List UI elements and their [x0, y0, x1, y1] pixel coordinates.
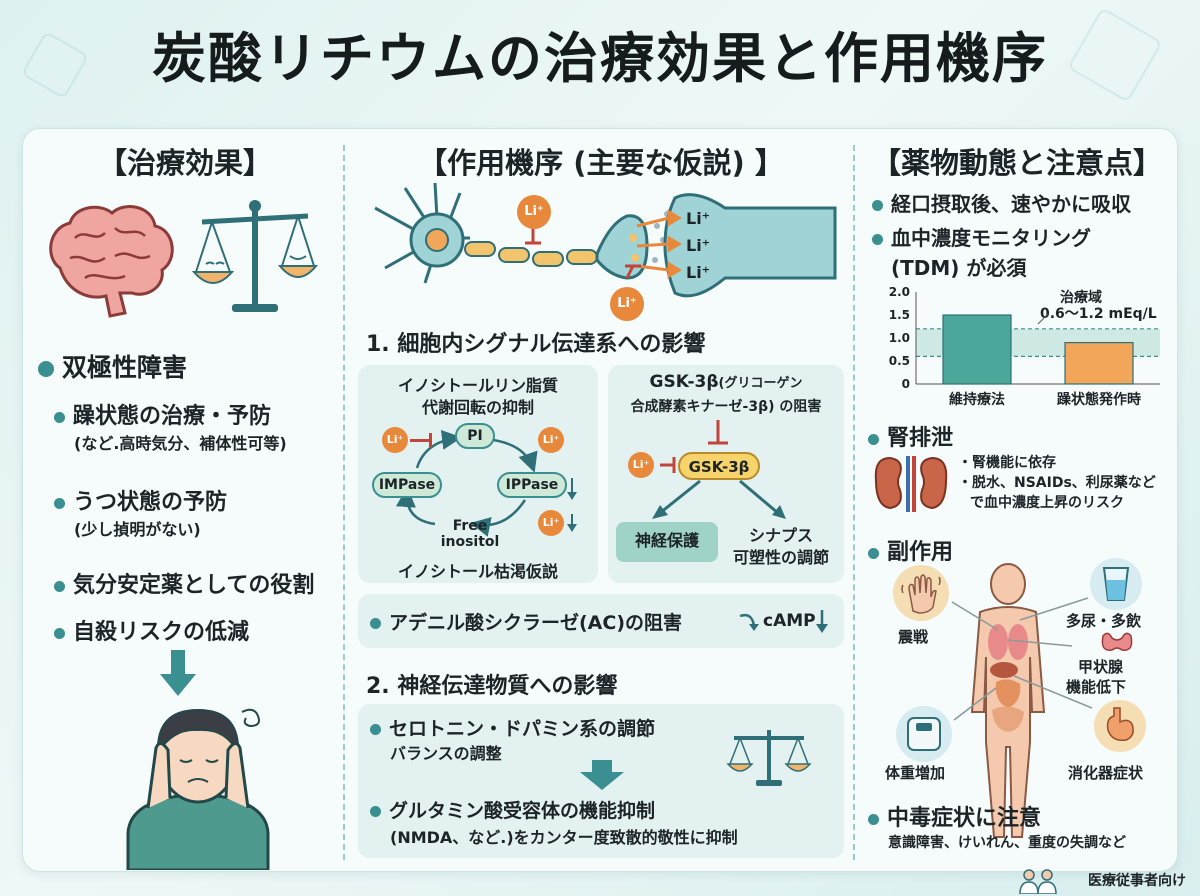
renal-item: ・腎機能に依存 [958, 455, 1056, 471]
free-inositol-label: inositol [440, 534, 500, 550]
side-effect-label: 機能低下 [1066, 678, 1127, 696]
effect-item: うつ状態の予防 [54, 484, 227, 516]
inositol-title: イノシトールリン脂質 [397, 376, 558, 395]
camp-label: cAMP [763, 611, 816, 631]
down-arrow-icon [580, 760, 624, 790]
y-tick-label: 0 [902, 377, 910, 391]
balance-scale-icon [191, 200, 319, 312]
inositol-subtitle: 代謝回転の抑制 [421, 398, 534, 417]
inositol-caption: イノシトール枯渇仮説 [397, 562, 558, 581]
stomach-icon [1106, 707, 1134, 742]
gsk3b-node: GSK-3β [678, 452, 760, 480]
effect-item: 気分安定薬としての役割 [54, 567, 314, 599]
balance-scale-icon [726, 730, 812, 786]
y-tick-label: 1.5 [889, 308, 910, 322]
section1-title: 1. 細胞内シグナル伝達系への影響 [366, 332, 706, 357]
lithium-label: Li⁺ [686, 209, 711, 228]
nt-item: セロトニン・ドパミン系の調節 [370, 714, 655, 741]
thyroid-icon [1101, 632, 1133, 651]
x-tick-label: 躁状態発作時 [1057, 391, 1141, 408]
free-inositol-label: Free [452, 518, 488, 534]
tdm-chart: 2.0 1.5 1.0 0.5 0 維持療法 躁状態発作時 [889, 285, 1160, 408]
y-tick-label: 2.0 [889, 285, 910, 299]
bar [942, 314, 1012, 385]
lithium-ion-badge: Li⁺ [517, 195, 551, 229]
effect-item: 自殺リスクの低減 [54, 614, 249, 646]
lithium-label: Li⁺ [686, 236, 711, 255]
gsk-pathway-arrows [652, 420, 786, 519]
lithium-ion-badge: Li⁺ [610, 287, 644, 321]
chart-band-label: 治療域 [1060, 290, 1102, 306]
pi-node: PI [455, 423, 495, 449]
water-glass-icon [1102, 567, 1130, 601]
left-heading: 【治療効果】 [97, 146, 272, 180]
effect-item: 躁状態の治療・予防 [54, 398, 271, 430]
x-tick-label: 維持療法 [949, 391, 1005, 408]
bipolar-heading: 双極性障害 [38, 348, 187, 384]
curved-arrow-icon [739, 613, 759, 631]
effect-note: (少し揁明がない) [74, 520, 201, 539]
brain-icon [49, 205, 174, 318]
bar [1064, 341, 1134, 385]
ippase-node: IPPase [497, 472, 567, 498]
band-label-leader [1037, 313, 1049, 325]
right-heading: 【薬物動態と注意点】 [871, 146, 1162, 180]
renal-item: ・脱水、NSAIDs、利尿薬など [958, 475, 1156, 491]
nt-item: グルタミン酸受容体の機能抑制 [370, 796, 655, 823]
gsk-title: GSK-3β(グリコーゲン [649, 372, 803, 392]
y-tick-label: 0.5 [889, 354, 910, 368]
pk-item: 経口摂取後、速やかに吸収 [872, 188, 1131, 217]
inhibition-marker [410, 433, 432, 448]
pk-item-sub: (TDM) が必須 [891, 256, 1027, 280]
renal-title: 腎排泄 [868, 420, 953, 452]
ac-box [358, 594, 844, 648]
neuron-synapse-illustration [374, 182, 837, 298]
side-effect-label: 震戦 [898, 628, 929, 646]
toxicity-title: 中毒症状に注意 [868, 800, 1041, 832]
synaptic-plasticity-label: シナプス [748, 526, 813, 545]
column-divider [343, 145, 345, 860]
lithium-ion-badge: Li⁺ [628, 452, 654, 478]
audience-label: 医療従事者向け [1088, 873, 1186, 889]
middle-heading: 【作用機序 (主要な仮説) 】 [418, 146, 784, 180]
side-effect-label: 多尿・多飲 [1066, 612, 1142, 630]
y-tick-label: 1.0 [889, 331, 910, 345]
gsk-subtitle: 合成酵素キナーゼ-3β) の阻害 [630, 399, 822, 415]
nt-item-sub: バランスの調整 [390, 744, 502, 763]
hand-icon [901, 574, 941, 614]
down-arrow-icon [816, 610, 828, 633]
neuroprotection-box: 神経保護 [616, 522, 718, 562]
side-effect-label: 甲状腺 [1078, 658, 1124, 676]
side-effect-label: 体重増加 [885, 764, 946, 782]
ac-inhibition: アデニル酸シクラーゼ(AC)の阻害 [370, 608, 682, 635]
pk-item: 血中濃度モニタリング [872, 222, 1091, 251]
side-effect-connectors [951, 597, 1093, 721]
impase-node: IMPase [372, 472, 442, 498]
lithium-ion-badge: Li⁺ [538, 510, 564, 536]
medical-staff-icon [1019, 869, 1057, 894]
section2-title: 2. 神経伝達物質への影響 [366, 674, 618, 699]
renal-item: で血中濃度上昇のリスク [970, 495, 1124, 511]
side-effects-title: 副作用 [868, 534, 953, 566]
down-arrow-icon [160, 650, 196, 696]
nt-item-sub: (NMDA、など.)をカンター度致散的敬性に抑制 [390, 828, 738, 847]
column-divider [853, 145, 855, 860]
scale-icon [907, 717, 941, 751]
toxicity-subtitle: 意識障害、けいれん、重度の失調など [888, 835, 1126, 851]
synaptic-plasticity-label: 可塑性の調節 [732, 548, 829, 567]
side-effect-label: 消化器症状 [1068, 764, 1144, 782]
lithium-ion-badge: Li⁺ [538, 427, 564, 453]
lithium-ion-badge: Li⁺ [382, 427, 408, 453]
human-body-icon [970, 563, 1046, 838]
effect-note: (など.高時気分、補体性可等) [74, 434, 287, 453]
page-title: 炭酸リチウムの治療効果と作用機序 [152, 27, 1048, 90]
kidney-icon [874, 456, 948, 512]
chart-band-range: 0.6〜1.2 mEq/L [1040, 306, 1157, 322]
lithium-label: Li⁺ [686, 263, 711, 282]
distressed-person-icon [126, 708, 270, 870]
